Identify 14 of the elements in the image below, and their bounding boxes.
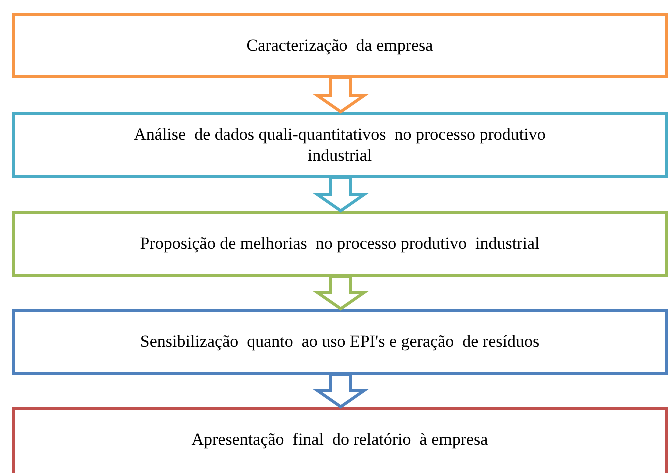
step-text: Caracterização da empresa — [246, 34, 434, 56]
step-text: Análise de dados quali-quantitativos no processo produtivo industrial — [133, 124, 547, 166]
process-box — [12, 13, 668, 78]
process-box — [12, 211, 668, 277]
step-text: Sensibilização quanto ao uso EPI's e geração de resíduos — [139, 331, 541, 353]
down-arrow — [313, 176, 369, 213]
down-arrow — [313, 76, 369, 114]
process-box — [12, 407, 668, 473]
process-box — [12, 112, 668, 178]
step-text: Proposição de melhorias no processo produtivo industrial — [139, 233, 541, 255]
down-arrow — [313, 374, 369, 409]
step-text: Apresentação final do relatório à empresa — [190, 429, 490, 450]
process-box — [12, 309, 668, 375]
down-arrow — [313, 276, 369, 311]
